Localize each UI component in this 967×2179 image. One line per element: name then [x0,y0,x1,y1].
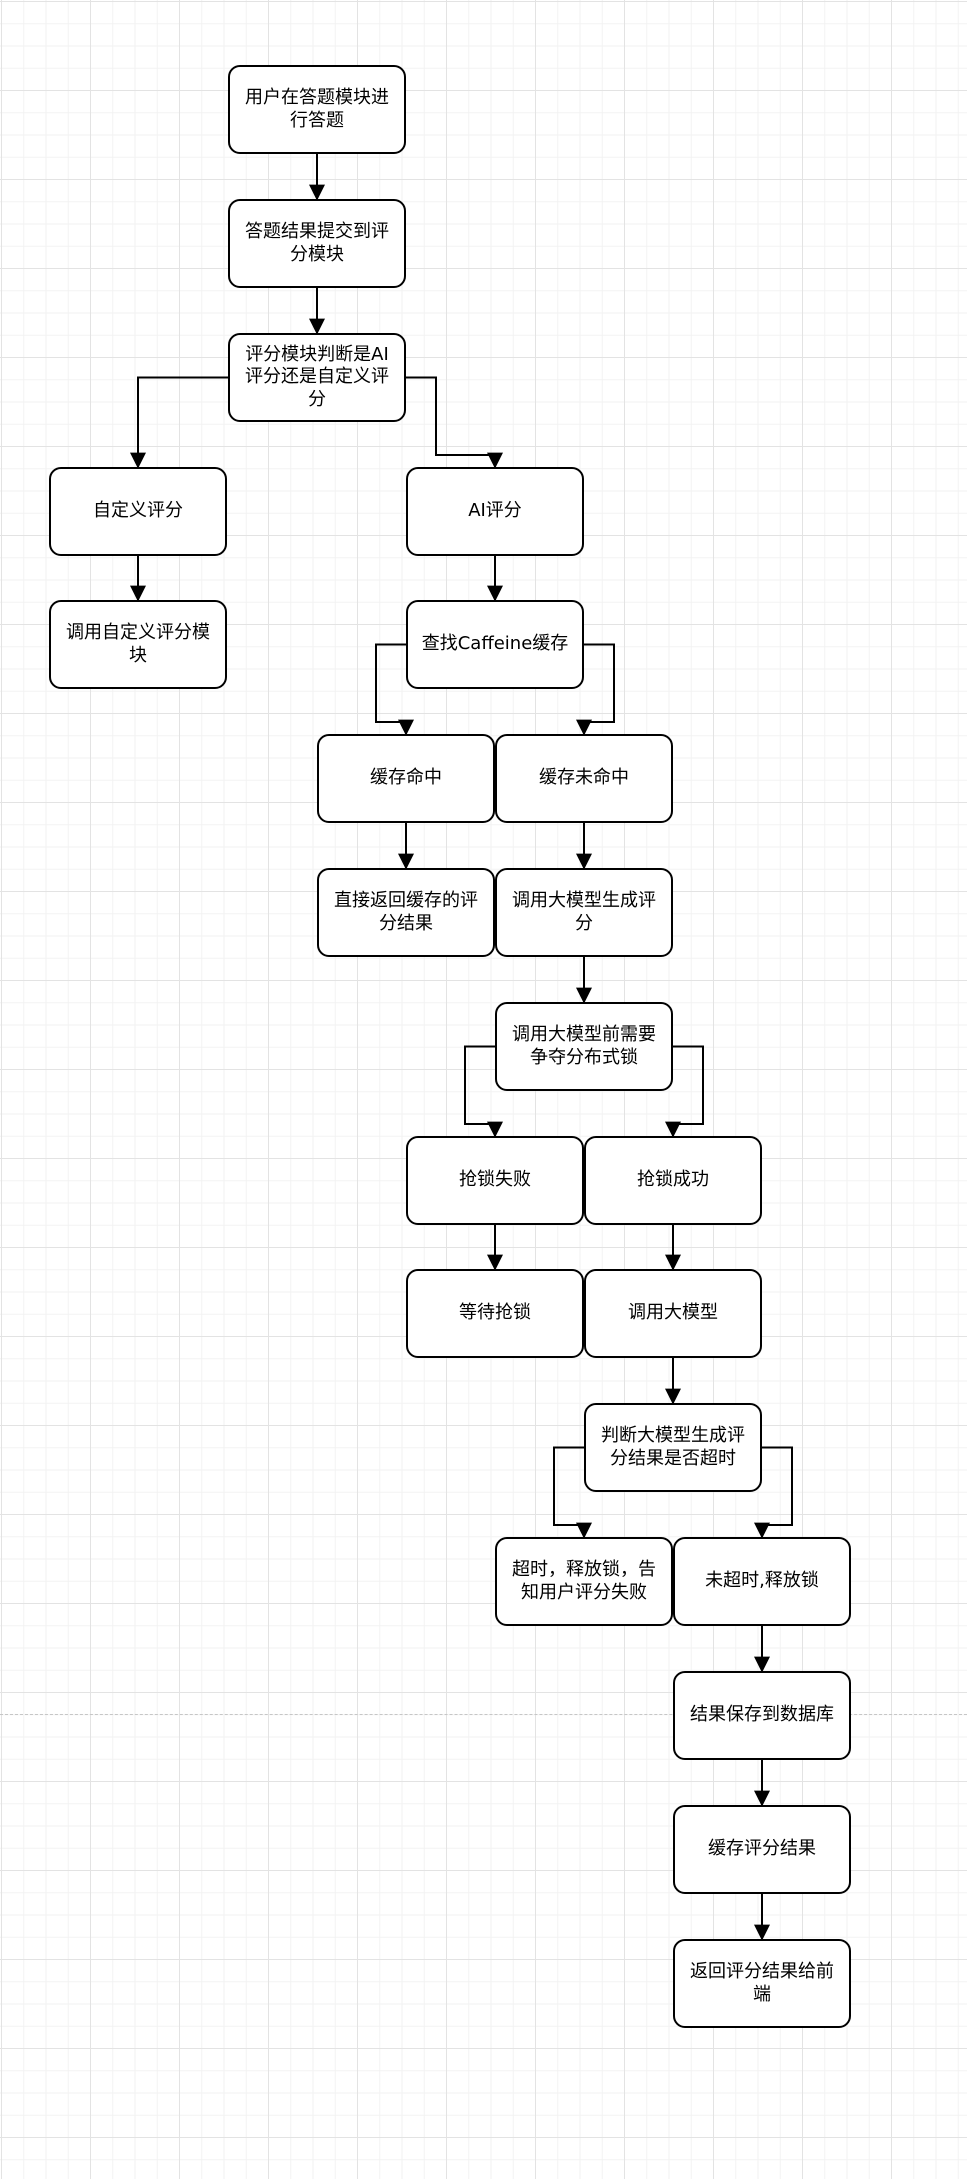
step-acquire-distributed-lock: 调用大模型前需要争夺分布式锁 [495,1002,673,1091]
step-cache-miss: 缓存未命中 [495,734,673,823]
step-submit-to-scoring: 答题结果提交到评分模块 [228,199,406,288]
connector-n17-n19 [754,1446,793,1539]
connector-n7-n9 [576,643,615,736]
connector-n12-n13 [464,1045,503,1138]
step-ai-scoring: AI评分 [406,467,584,556]
connector-n3-n5 [406,376,503,469]
step-custom-scoring: 自定义评分 [49,467,227,556]
step-cache-hit: 缓存命中 [317,734,495,823]
connector-n3-n4 [130,376,228,469]
step-save-to-database: 结果保存到数据库 [673,1671,851,1760]
step-timeout-release-lock: 超时，释放锁，告知用户评分失败 [495,1537,673,1626]
step-wait-for-lock: 等待抢锁 [406,1269,584,1358]
connector-n7-n8 [375,643,414,736]
connector-n17-n18 [553,1446,592,1539]
step-call-custom-module: 调用自定义评分模块 [49,600,227,689]
step-no-timeout-release-lock: 未超时,释放锁 [673,1537,851,1626]
step-call-llm-scoring: 调用大模型生成评分 [495,868,673,957]
step-return-to-frontend: 返回评分结果给前端 [673,1939,851,2028]
step-lock-acquired: 抢锁成功 [584,1136,762,1225]
step-lookup-caffeine-cache: 查找Caffeine缓存 [406,600,584,689]
connector-n12-n14 [665,1045,704,1138]
step-return-cached-result: 直接返回缓存的评分结果 [317,868,495,957]
step-call-llm: 调用大模型 [584,1269,762,1358]
decision-scoring-type: 评分模块判断是AI评分还是自定义评分 [228,333,406,422]
page-break-line [0,1714,967,1715]
step-cache-result: 缓存评分结果 [673,1805,851,1894]
decision-llm-timeout: 判断大模型生成评分结果是否超时 [584,1403,762,1492]
step-lock-failed: 抢锁失败 [406,1136,584,1225]
step-answer-questions: 用户在答题模块进行答题 [228,65,406,154]
